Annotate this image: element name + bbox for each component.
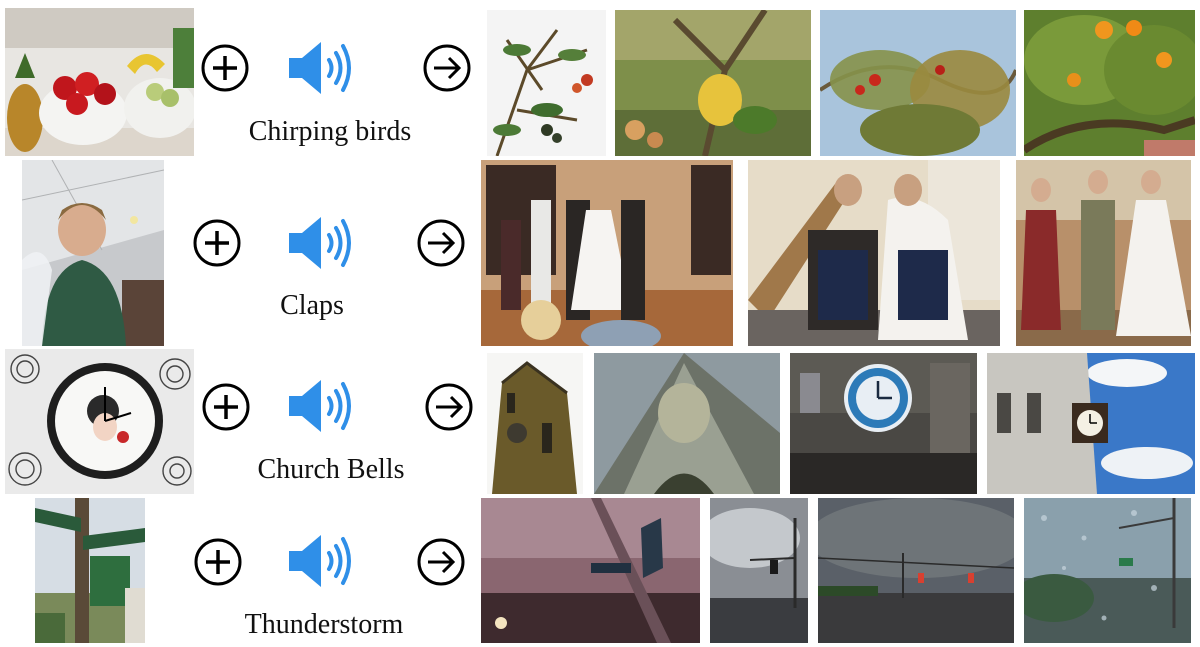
- result-image-wedding-ceremony: [481, 160, 733, 346]
- result-image-rainy-window: [1024, 498, 1191, 643]
- arrow-right-circle-icon: [417, 538, 465, 586]
- arrow-right-circle-icon: [425, 383, 473, 431]
- plus-circle-icon: [201, 44, 249, 92]
- result-image-tomato-plant: [487, 10, 606, 156]
- result-image-church-sundial: [594, 353, 780, 494]
- speaker-icon: [289, 217, 351, 269]
- result-image-bride-groom-seated: [748, 160, 1000, 346]
- result-image-lemon-tree: [615, 10, 811, 156]
- sound-label: Chirping birds: [248, 116, 412, 147]
- result-image-blue-clock-building: [790, 353, 977, 494]
- query-image-fruit-bowls: [5, 8, 194, 156]
- query-image-wall-clock: [5, 349, 194, 494]
- speaker-icon: [289, 42, 351, 94]
- query-image-street-signs: [35, 498, 145, 643]
- plus-circle-icon: [202, 383, 250, 431]
- speaker-icon: [289, 380, 351, 432]
- sound-label: Claps: [280, 290, 344, 321]
- result-image-traffic-lights-cloudy: [710, 498, 808, 643]
- arrow-right-circle-icon: [417, 219, 465, 267]
- sound-label: Church Bells: [257, 454, 405, 485]
- result-image-church-tower-clock: [487, 353, 583, 494]
- plus-circle-icon: [193, 219, 241, 267]
- sound-label: Thunderstorm: [244, 609, 404, 640]
- result-image-red-berries: [820, 10, 1016, 156]
- result-image-clock-tower-sky: [987, 353, 1195, 494]
- result-image-storm-street-sign: [481, 498, 700, 643]
- query-image-person-veil: [22, 160, 164, 346]
- arrow-right-circle-icon: [423, 44, 471, 92]
- result-image-orange-tree: [1024, 10, 1195, 156]
- result-image-wedding-procession: [1016, 160, 1191, 346]
- result-image-intersection-storm: [818, 498, 1014, 643]
- speaker-icon: [289, 535, 351, 587]
- plus-circle-icon: [194, 538, 242, 586]
